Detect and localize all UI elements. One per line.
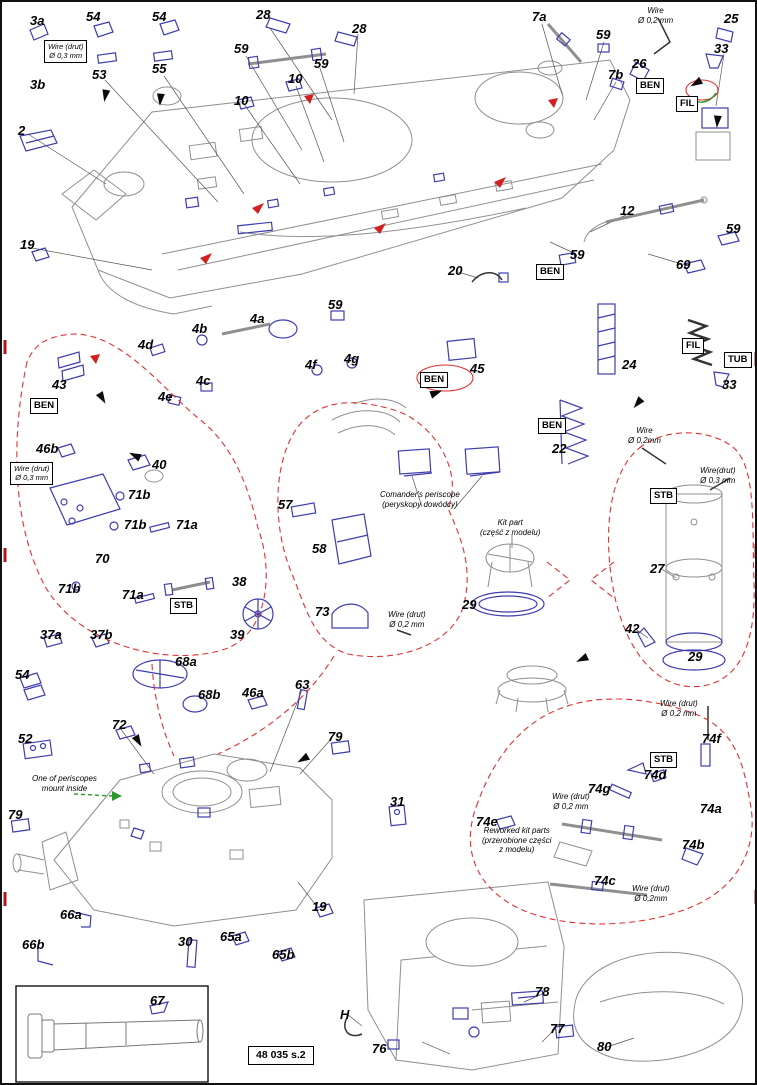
red-highlight-ellipses — [416, 79, 719, 392]
cover-part-view — [573, 951, 744, 1062]
registration-marks — [3, 340, 755, 906]
leader-lines — [27, 23, 725, 1049]
red-position-arrows — [90, 94, 558, 364]
gun-barrel-inset — [15, 985, 209, 1083]
kit-part-details — [144, 86, 731, 867]
turret-view — [12, 753, 333, 927]
rod-parts — [171, 23, 705, 897]
green-pointer — [73, 92, 717, 797]
green-arrowhead — [112, 791, 122, 801]
photo-etch-parts — [10, 17, 740, 1050]
hull-top-view — [61, 59, 631, 315]
sheet-code: 48 035 s.2 — [248, 1046, 314, 1065]
interior-tub-view — [363, 881, 565, 1071]
red-dashed-outlines — [16, 333, 755, 925]
